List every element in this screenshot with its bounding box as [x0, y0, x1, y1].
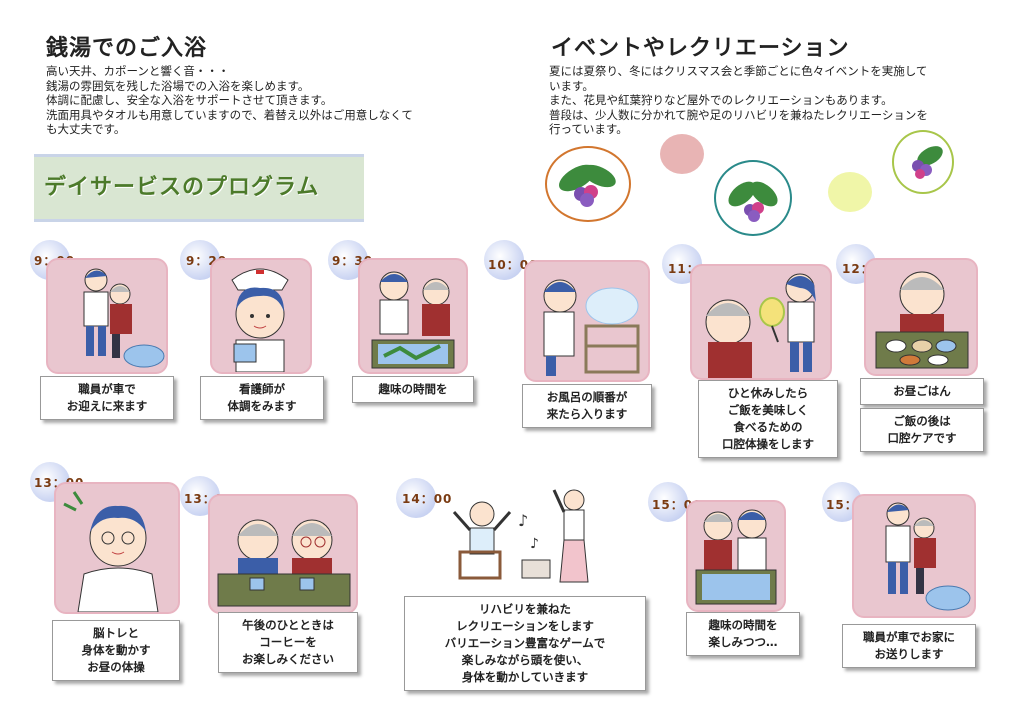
- caption-line: お楽しみください: [242, 652, 334, 666]
- caption-line: 午後のひとときは: [242, 618, 334, 632]
- hobby-illustration: [358, 258, 468, 374]
- caption-coffee: 午後のひとときは コーヒーを お楽しみください: [218, 612, 358, 673]
- bath-line: 洗面用具やタオルも用意していますので、着替え以外はご用意しなくて: [46, 107, 413, 122]
- bath-line: も大丈夫です。: [46, 122, 126, 136]
- caption-line: 脳トレと: [93, 626, 139, 640]
- time-bubble: [648, 482, 688, 522]
- caption-line: 職員が車で: [78, 382, 136, 396]
- caption-line: お送りします: [874, 647, 944, 661]
- events-title: イベントやレクリエーション: [551, 36, 850, 61]
- program-title: デイサービスのプログラム: [44, 175, 320, 200]
- yellow-dot: [828, 172, 872, 212]
- pickup-illustration: [46, 258, 168, 374]
- caption-line: 身体を動かしていきます: [461, 670, 589, 684]
- caption-line: ひと休みしたら: [727, 386, 809, 400]
- events-line: 行っています。: [549, 122, 628, 136]
- caption-line: 口腔体操をします: [722, 437, 814, 451]
- svg-text:♪: ♪: [530, 536, 539, 552]
- caption-recreation: リハビリを兼ねた レクリエーションをします バリエーション豊富なゲームで 楽しみ…: [404, 596, 646, 691]
- caption-lunch: お昼ごはん: [860, 378, 984, 405]
- bath-description: 高い天井、カポーンと響く音・・・ 銭湯の雰囲気を残した浴場での入浴を楽しめます。…: [46, 64, 413, 137]
- caption-oral-exercise: ひと休みしたら ご飯を美味しく 食べるための 口腔体操をします: [698, 380, 838, 458]
- brain-training-illustration: [54, 482, 180, 614]
- caption-nurse: 看護師が 体調をみます: [200, 376, 324, 420]
- coffee-illustration: [208, 494, 358, 614]
- caption-line: コーヒーを: [259, 635, 317, 649]
- caption-line: バリエーション豊富なゲームで: [444, 636, 606, 650]
- events-line: 夏には夏祭り、冬にはクリスマス会と季節ごとに色々イベントを実施して: [549, 64, 928, 78]
- caption-line: 趣味の時間を: [378, 382, 448, 396]
- bath-title: 銭湯でのご入浴: [46, 36, 208, 61]
- lunch-illustration: [864, 258, 978, 376]
- caption-bath: お風呂の順番が 来たら入ります: [522, 384, 652, 428]
- berry-badge: [892, 130, 954, 194]
- caption-line: お昼ごはん: [893, 384, 951, 398]
- bath-line: 銭湯の雰囲気を残した浴場での入浴を楽しめます。: [46, 78, 310, 93]
- svg-text:♪: ♪: [518, 511, 528, 530]
- time-label: 14：00: [402, 492, 453, 506]
- caption-pickup: 職員が車で お迎えに来ます: [40, 376, 174, 420]
- program-banner: デイサービスのプログラム: [34, 154, 364, 222]
- caption-line: ご飯を美味しく: [727, 403, 809, 417]
- caption-line: お風呂の順番が: [546, 390, 628, 404]
- bath-illustration: [524, 260, 650, 382]
- events-description: 夏には夏祭り、冬にはクリスマス会と季節ごとに色々イベントを実施して います。 ま…: [549, 64, 928, 137]
- events-line: 普段は、少人数に分かれて腕や足のリハビリを兼ねたレクリエーションを: [549, 107, 928, 122]
- caption-line: お昼の体操: [87, 660, 145, 674]
- caption-oral-care: ご飯の後は 口腔ケアです: [860, 408, 984, 452]
- caption-line: お迎えに来ます: [66, 399, 148, 413]
- berry-badge: [714, 160, 792, 236]
- caption-line: 体調をみます: [227, 399, 297, 413]
- recreation-illustration: ♪♪: [446, 486, 606, 586]
- pink-dot: [660, 134, 704, 174]
- caption-line: 職員が車でお家に: [863, 630, 955, 644]
- drop-off-illustration: [852, 494, 976, 618]
- berry-badge: [545, 146, 631, 222]
- time-bubble: [396, 478, 436, 518]
- caption-line: レクリエーションをします: [456, 619, 594, 633]
- oral-exercise-illustration: [690, 264, 832, 380]
- caption-line: リハビリを兼ねた: [479, 602, 571, 616]
- caption-line: 看護師が: [239, 382, 285, 396]
- caption-line: 楽しみながら頭を使い、: [461, 653, 589, 667]
- events-line: また、花見や紅葉狩りなど屋外でのレクリエーションもあります。: [549, 93, 893, 107]
- caption-line: ご飯の後は: [893, 414, 951, 428]
- caption-drop-off: 職員が車でお家に お送りします: [842, 624, 976, 668]
- hobby-time-illustration: [686, 500, 786, 612]
- events-line: います。: [549, 78, 594, 93]
- bath-line: 体調に配慮し、安全な入浴をサポートさせて頂きます。: [46, 93, 333, 107]
- caption-line: 食べるための: [733, 420, 803, 434]
- caption-line: 身体を動かす: [81, 643, 151, 657]
- caption-line: 口腔ケアです: [887, 431, 957, 445]
- caption-line: 趣味の時間を: [708, 618, 778, 632]
- caption-hobby: 趣味の時間を: [352, 376, 474, 403]
- caption-brain-training: 脳トレと 身体を動かす お昼の体操: [52, 620, 180, 681]
- time-bubble: [484, 240, 524, 280]
- caption-line: 来たら入ります: [546, 407, 628, 421]
- caption-line: 楽しみつつ…: [708, 635, 778, 649]
- nurse-illustration: [210, 258, 312, 374]
- caption-hobby-time: 趣味の時間を 楽しみつつ…: [686, 612, 800, 656]
- bath-line: 高い天井、カポーンと響く音・・・: [46, 64, 230, 78]
